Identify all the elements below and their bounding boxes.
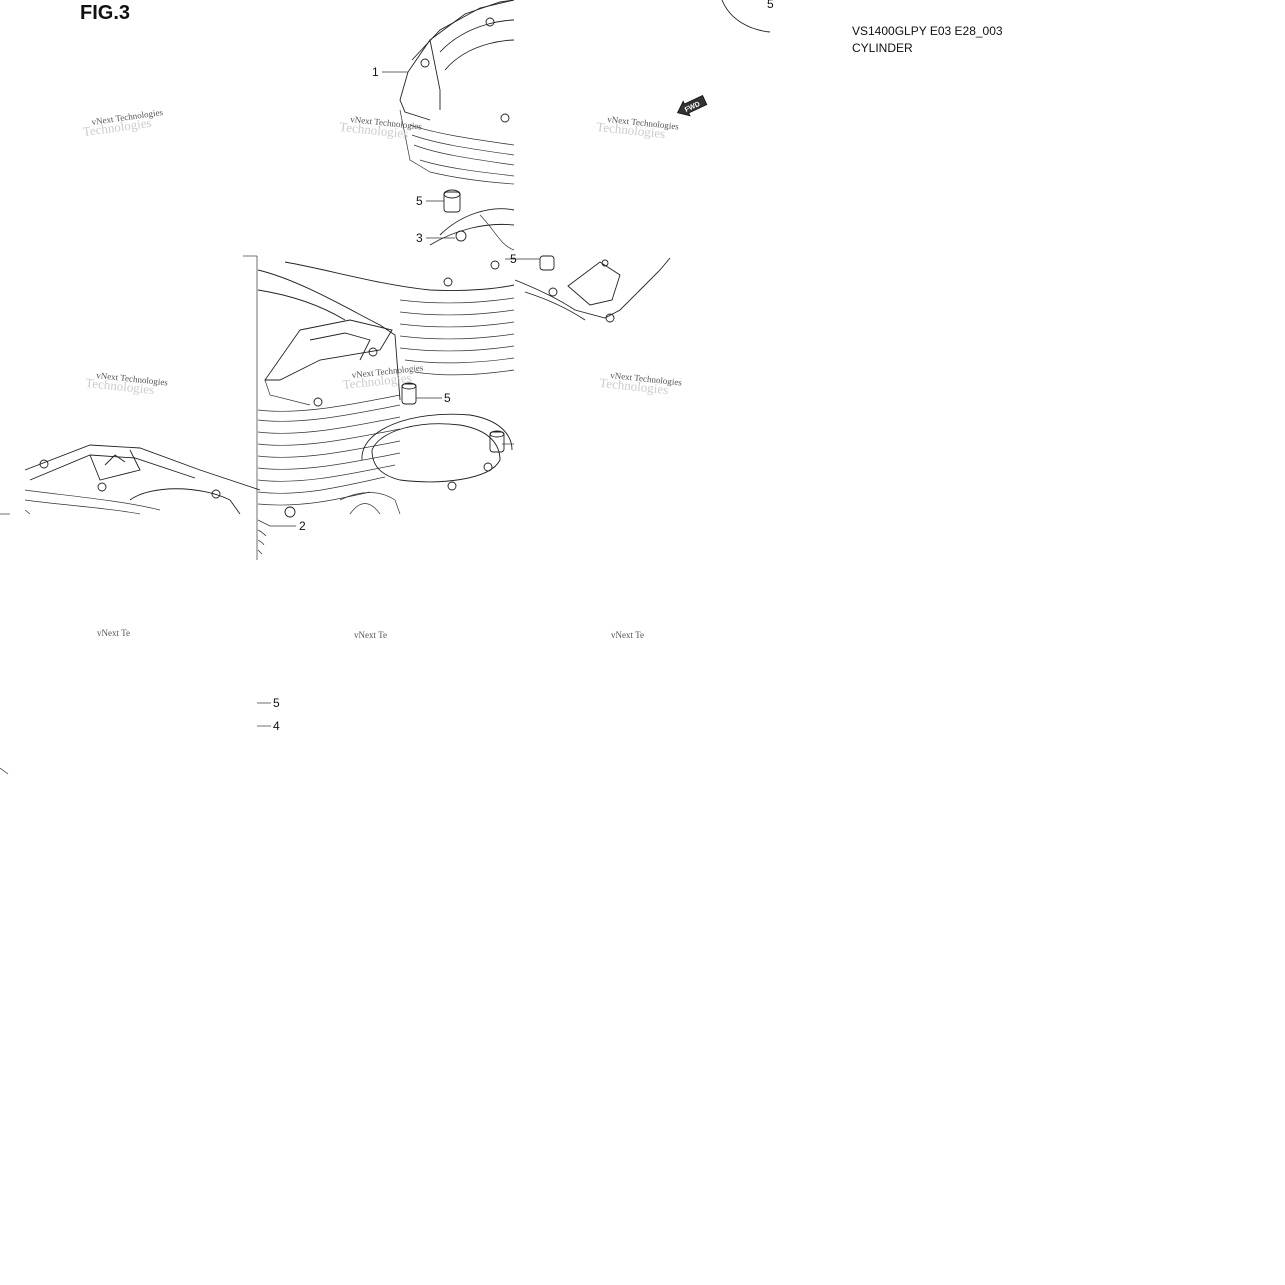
section-name: CYLINDER: [852, 41, 913, 55]
callout-5-right: 5: [510, 252, 517, 266]
rear-cylinder-drawing: [399, 0, 515, 251]
fwd-arrow: FWD: [676, 95, 708, 117]
callout-5-middle: 5: [444, 391, 451, 405]
lower-cylinder-drawing: [0, 444, 271, 775]
front-cylinder-drawing: [243, 255, 515, 560]
watermark-bg: Technologies: [599, 375, 669, 397]
svg-text:vNext Te: vNext Te: [611, 630, 644, 640]
watermarks: Technologies vNext Technologies Technolo…: [82, 107, 683, 397]
watermark-bg: Technologies: [339, 119, 409, 141]
callout-4: 4: [273, 719, 280, 733]
callout-labels: 1 5 3 5 5 2 5 4 5: [273, 0, 774, 733]
callout-2: 2: [299, 519, 306, 533]
leader-lines: [257, 71, 540, 727]
cropped-watermarks: vNext Te vNext Te vNext Te: [97, 628, 644, 640]
model-code: VS1400GLPY E03 E28_003: [852, 24, 1003, 38]
callout-3: 3: [416, 231, 423, 245]
watermark-bg: Technologies: [85, 375, 155, 397]
callout-5-lower: 5: [273, 696, 280, 710]
figure-title: FIG.3: [80, 2, 131, 24]
top-right-fragment: [721, 0, 771, 33]
watermark-bg: Technologies: [596, 119, 666, 141]
svg-text:vNext Te: vNext Te: [354, 630, 387, 640]
callout-5-corner: 5: [767, 0, 774, 11]
base-gasket-drawing: [514, 255, 671, 323]
watermark-bg: Technologies: [342, 370, 412, 392]
callout-5-top: 5: [416, 194, 423, 208]
callout-1: 1: [372, 65, 379, 79]
svg-text:vNext Te: vNext Te: [97, 628, 130, 638]
